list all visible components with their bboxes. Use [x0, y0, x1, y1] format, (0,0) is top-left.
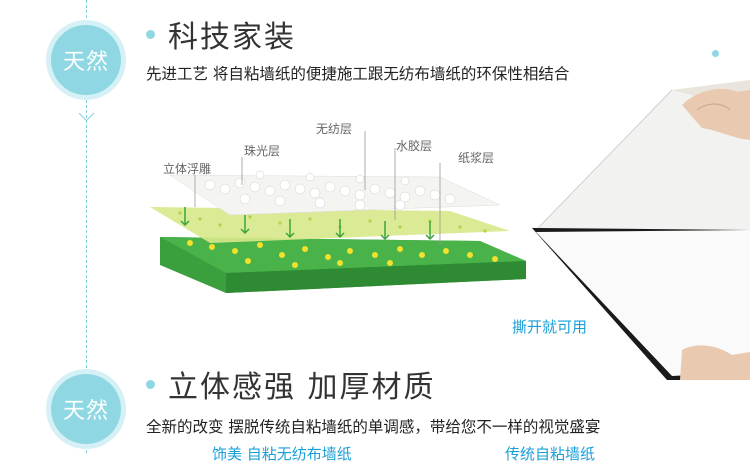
bottom-text-left: 饰美 自粘无纺布墙纸 [212, 445, 352, 463]
peel-caption: 撕开就可用 [512, 318, 588, 336]
label-lines [194, 131, 441, 245]
peel-photo [532, 80, 750, 380]
wallpaper-layer-diagram [150, 131, 526, 293]
section-1-right-dot [712, 50, 719, 57]
label-pearl: 珠光层 [244, 144, 281, 158]
section-2-title: 立体感强 加厚材质 [168, 370, 436, 405]
section-1-badge: 天然 [51, 25, 121, 95]
timeline-line [86, 0, 87, 453]
label-nonwoven: 无纺层 [316, 122, 353, 136]
chevron-down-icon [78, 105, 95, 122]
base-layer-front [226, 261, 526, 293]
glue-layer [150, 207, 510, 243]
section-2-dot [146, 380, 155, 389]
section-2-badge-text: 天然 [62, 399, 109, 424]
pearl-bubbles [204, 170, 456, 211]
base-yellow-dots [187, 240, 498, 268]
base-layer-top [160, 237, 526, 273]
label-pulp: 纸浆层 [458, 151, 495, 165]
arrows [180, 207, 435, 241]
section-1-title: 科技家装 [168, 20, 296, 55]
section-1-badge-text: 天然 [62, 50, 109, 75]
bottom-text-right: 传统自粘墙纸 [505, 445, 596, 463]
section-1-description: 先进工艺 将自粘墙纸的便捷施工跟无纺布墙纸的环保性相结合 [146, 65, 570, 83]
section-2-description: 全新的改变 摆脱传统自粘墙纸的单调感，带给您不一样的视觉盛宴 [146, 418, 601, 436]
section-2-badge: 天然 [51, 374, 121, 444]
section-1-dot [146, 30, 155, 39]
label-glue: 水胶层 [396, 139, 433, 153]
label-emboss: 立体浮雕 [163, 162, 212, 176]
